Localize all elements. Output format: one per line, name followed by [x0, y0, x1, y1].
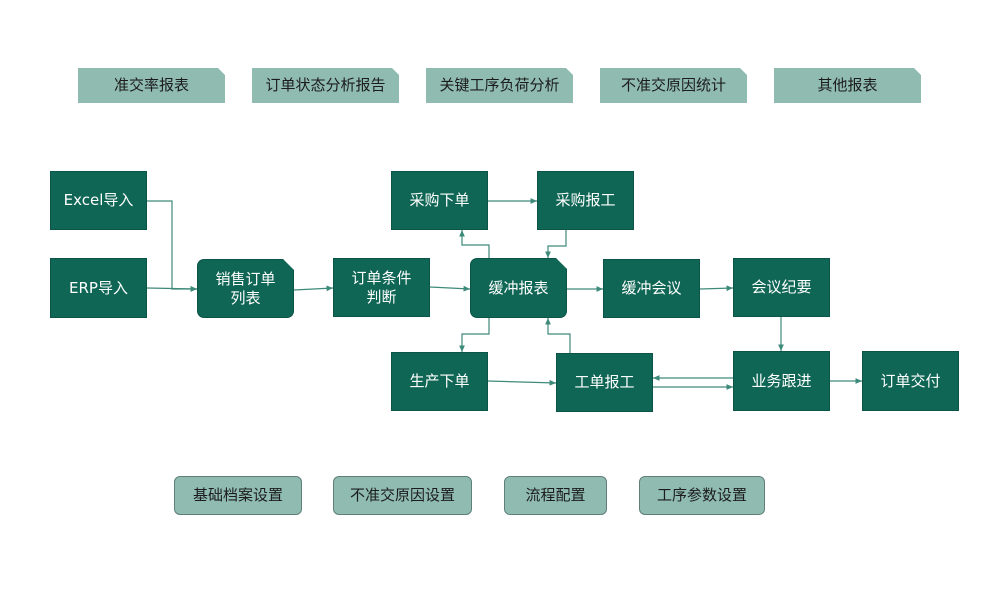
- node-purchase-report[interactable]: 采购报工: [537, 171, 634, 230]
- node-order-condition-check[interactable]: 订单条件 判断: [333, 258, 430, 317]
- edge-sales-to-judge: [293, 285, 334, 292]
- edge-judge-to-buffer: [429, 285, 471, 292]
- edge-work_report-to-buffer: [545, 318, 571, 353]
- node-buffer-meeting[interactable]: 缓冲会议: [603, 259, 700, 318]
- node-business-followup[interactable]: 业务跟进: [733, 351, 830, 411]
- node-erp-import[interactable]: ERP导入: [50, 258, 147, 318]
- edge-excel-to-sales: [147, 200, 197, 292]
- report-tab-other-reports[interactable]: 其他报表: [774, 68, 921, 103]
- edge-production-to-work_report: [487, 379, 557, 386]
- report-tab-order-status[interactable]: 订单状态分析报告: [252, 68, 399, 103]
- node-production-order[interactable]: 生产下单: [391, 352, 488, 411]
- setting-late-reason[interactable]: 不准交原因设置: [333, 476, 472, 515]
- edge-purchase_report-to-buffer: [545, 230, 567, 258]
- node-work-order-report[interactable]: 工单报工: [556, 353, 653, 412]
- report-tab-key-process-load[interactable]: 关键工序负荷分析: [426, 68, 573, 103]
- report-tab-late-reason-stats[interactable]: 不准交原因统计: [600, 68, 747, 103]
- edge-meeting-to-minutes: [699, 285, 734, 292]
- edge-buffer-to-purchase: [459, 230, 490, 258]
- node-sales-order-list[interactable]: 销售订单 列表: [197, 259, 294, 318]
- edge-buffer-to-production: [459, 318, 490, 352]
- edge-erp-to-sales: [146, 285, 198, 292]
- setting-process-parameters[interactable]: 工序参数设置: [639, 476, 765, 515]
- node-purchase-order[interactable]: 采购下单: [391, 171, 488, 230]
- node-meeting-minutes[interactable]: 会议纪要: [733, 258, 830, 317]
- node-excel-import[interactable]: Excel导入: [50, 171, 147, 230]
- setting-process-config[interactable]: 流程配置: [504, 476, 607, 515]
- node-order-delivery[interactable]: 订单交付: [862, 351, 959, 411]
- report-tab-on-time-rate[interactable]: 准交率报表: [78, 68, 225, 103]
- setting-basic-archive[interactable]: 基础档案设置: [174, 476, 302, 515]
- node-buffer-report[interactable]: 缓冲报表: [470, 258, 567, 318]
